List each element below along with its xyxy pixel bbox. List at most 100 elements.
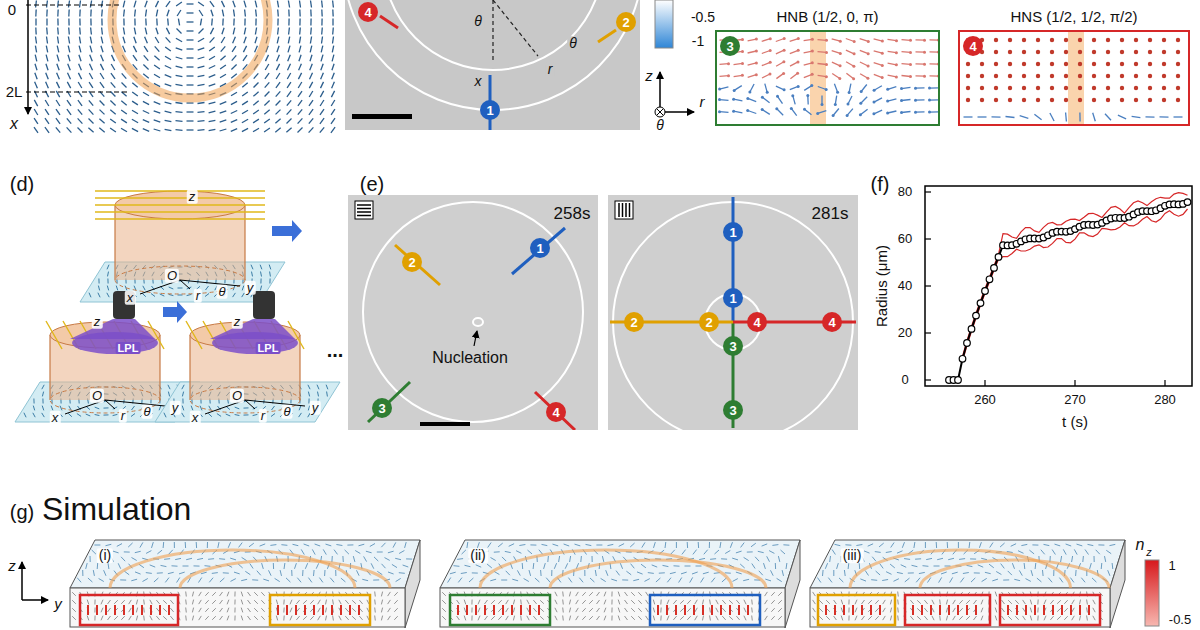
director-dot (1148, 38, 1152, 42)
director-dash (89, 293, 91, 298)
director-dash (494, 551, 500, 552)
director-dash (187, 84, 194, 85)
director-dash (196, 542, 197, 548)
director-dash (167, 19, 169, 26)
director-dash (110, 119, 116, 123)
director-dash (540, 570, 542, 576)
axis-into (657, 109, 663, 115)
director-dash (299, 413, 302, 417)
director-dash (156, 616, 159, 620)
director-dash (405, 542, 407, 548)
director-dash (342, 556, 343, 562)
director-dash (185, 608, 187, 613)
director-dash (121, 101, 126, 105)
colorbar (655, 0, 673, 48)
director-dash (101, 55, 104, 61)
director-dash (680, 600, 684, 603)
director-dash (272, 406, 275, 410)
director-dash (1160, 116, 1169, 117)
director-dash (765, 616, 768, 620)
director-dash (287, 100, 291, 105)
director-dash (345, 600, 348, 604)
director-dash (604, 592, 606, 597)
polarizer-line (618, 203, 620, 217)
director-dash (89, 100, 93, 105)
director-head (797, 60, 800, 63)
director-dash (755, 557, 759, 561)
director-dash (744, 600, 746, 605)
director-head (775, 107, 778, 110)
director-dash (381, 592, 382, 597)
director-dot (1176, 62, 1180, 66)
director-dash (388, 608, 391, 612)
director-dash (167, 10, 169, 17)
director-dash (261, 592, 264, 596)
director-dash (254, 616, 258, 620)
director-dash (565, 563, 568, 568)
director-dot (1148, 98, 1152, 102)
director-dash (87, 605, 89, 615)
director-dash (722, 600, 725, 604)
director-dash (242, 101, 248, 105)
director-dash (116, 286, 118, 291)
director-dash (388, 600, 391, 604)
director-dash (371, 563, 374, 568)
director-dash (638, 592, 641, 596)
director-dash (299, 37, 300, 44)
director-dash (692, 572, 698, 574)
director-dash (461, 573, 467, 574)
director-dash (513, 616, 514, 621)
director-dash (163, 600, 167, 603)
director-dash (310, 600, 313, 604)
director-dash (321, 55, 323, 62)
director-dash (45, 100, 49, 106)
director-dash (154, 65, 160, 69)
director-dash (79, 28, 81, 35)
director-dash (132, 128, 138, 131)
director-dash (42, 392, 43, 397)
director-dash (364, 556, 367, 561)
director-dash (95, 407, 100, 409)
director-dash (579, 578, 583, 583)
director-dash (165, 129, 172, 130)
director-head (895, 75, 898, 78)
director-head (859, 102, 862, 105)
axis-line (180, 280, 240, 286)
director-head (783, 49, 786, 52)
director-dash (45, 118, 49, 124)
director-dash (36, 37, 37, 44)
director-dash (835, 544, 841, 545)
axis-line (27, 0, 29, 114)
director-dash (529, 605, 531, 615)
director-dot (1148, 50, 1152, 54)
director-dash (298, 91, 302, 97)
director-dash (90, 10, 92, 17)
director-dash (154, 129, 161, 131)
director-dot (1022, 50, 1026, 54)
director-dash (611, 600, 612, 605)
director-dash (255, 28, 256, 35)
director-dash (132, 406, 135, 410)
director-dash (134, 37, 136, 44)
director-dash (198, 66, 205, 68)
step-arrow (163, 301, 187, 323)
director-dash (321, 64, 323, 71)
director-dash (736, 616, 739, 620)
polarizer-rod (95, 190, 265, 191)
director-dash (56, 118, 60, 124)
director-dash (67, 118, 71, 123)
director-dot (1008, 38, 1012, 42)
director-dash (597, 592, 600, 596)
director-dash (78, 109, 82, 114)
director-dash (192, 592, 193, 597)
director-dash (674, 565, 680, 566)
director-dash (511, 605, 513, 615)
director-head (923, 39, 926, 42)
director-dash (687, 600, 690, 604)
director-dash (57, 82, 60, 88)
director-dash (97, 563, 99, 569)
director-dash (239, 543, 243, 548)
polarizer-line (625, 203, 627, 217)
director-dot (1092, 62, 1096, 66)
director-dash (134, 1, 136, 8)
